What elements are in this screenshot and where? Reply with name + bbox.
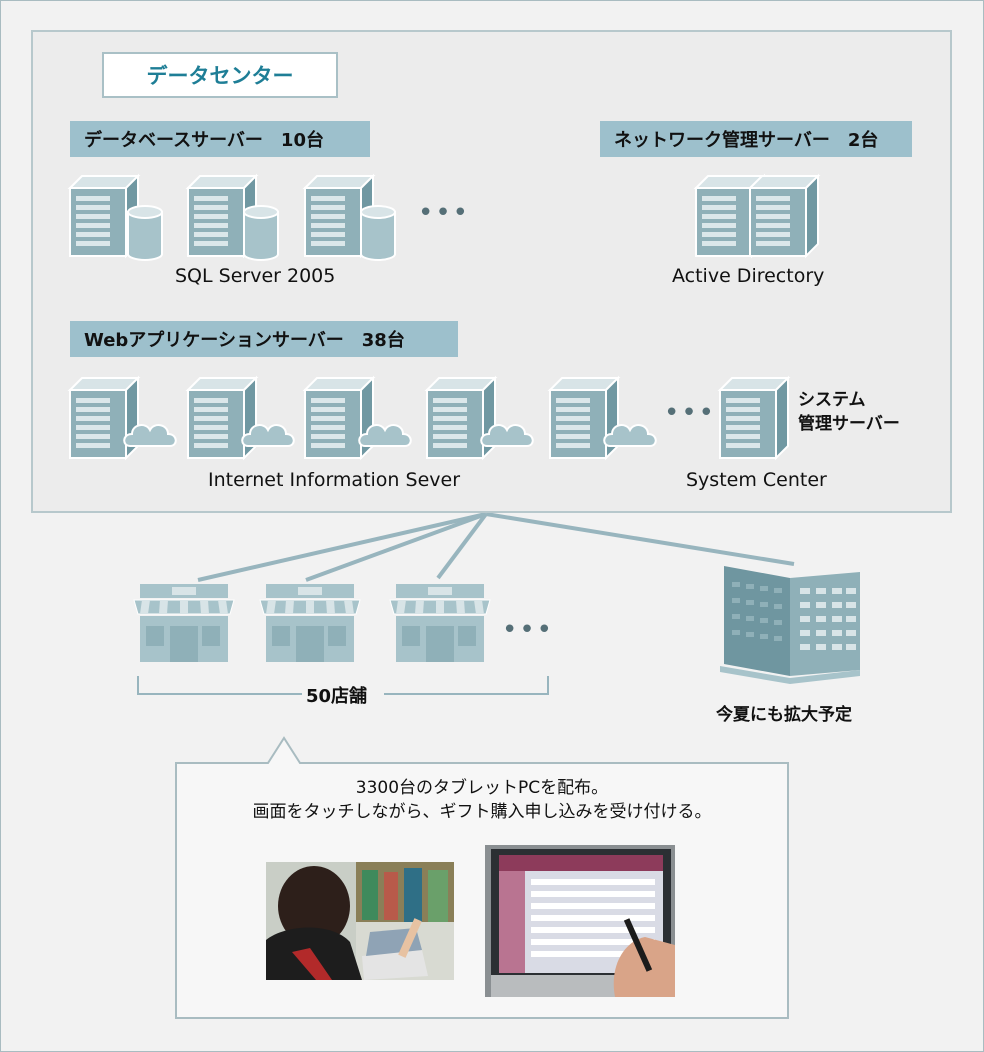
network-caption: Active Directory <box>672 265 825 287</box>
network-server-label: ネットワーク管理サーバー 2台 <box>600 121 912 157</box>
line-building <box>485 512 795 566</box>
db-server-label: データベースサーバー 10台 <box>70 121 370 157</box>
system-mgmt-label-line2: 管理サーバー <box>798 414 900 434</box>
db-caption: SQL Server 2005 <box>175 265 336 287</box>
web-ellipsis: ••• <box>664 398 717 428</box>
bubble-line-1: 3300台のタブレットPCを配布。 <box>355 778 609 798</box>
shop-icon-2 <box>259 583 361 663</box>
web-server-label: Webアプリケーションサーバー 38台 <box>70 321 458 357</box>
db-server-icon-1 <box>69 175 163 261</box>
line-store-2 <box>305 512 487 582</box>
building-icon <box>720 566 860 684</box>
line-store-3 <box>436 512 488 580</box>
system-mgmt-label-line1: システム <box>798 390 866 410</box>
store-staff-photo <box>266 862 454 980</box>
shop-icon-1 <box>133 583 235 663</box>
expansion-label: 今夏にも拡大予定 <box>716 705 852 725</box>
system-mgmt-label: システム 管理サーバー <box>798 388 900 436</box>
web-server-icon-4 <box>426 377 534 459</box>
datacenter-title: データセンター <box>102 52 338 98</box>
web-server-icon-2 <box>187 377 295 459</box>
system-center-caption: System Center <box>686 469 827 491</box>
line-store-1 <box>197 512 487 582</box>
store-count-label: 50店舗 <box>306 686 368 707</box>
shop-icon-3 <box>389 583 491 663</box>
bubble-text: 3300台のタブレットPCを配布。 画面をタッチしながら、ギフト購入申し込みを受… <box>176 776 788 824</box>
web-server-icon-5 <box>549 377 657 459</box>
web-caption: Internet Information Sever <box>208 469 461 491</box>
bubble-line-2: 画面をタッチしながら、ギフト購入申し込みを受け付ける。 <box>252 802 712 822</box>
shop-ellipsis: ••• <box>502 615 555 645</box>
web-server-icon-1 <box>69 377 177 459</box>
network-server-icon <box>695 175 819 257</box>
db-server-icon-2 <box>187 175 279 261</box>
store-bracket <box>137 676 549 695</box>
tablet-screen-photo <box>485 845 675 997</box>
web-server-icon-3 <box>304 377 412 459</box>
db-server-icon-3 <box>304 175 396 261</box>
system-mgmt-server-icon <box>719 377 789 459</box>
db-ellipsis: ••• <box>418 198 471 228</box>
